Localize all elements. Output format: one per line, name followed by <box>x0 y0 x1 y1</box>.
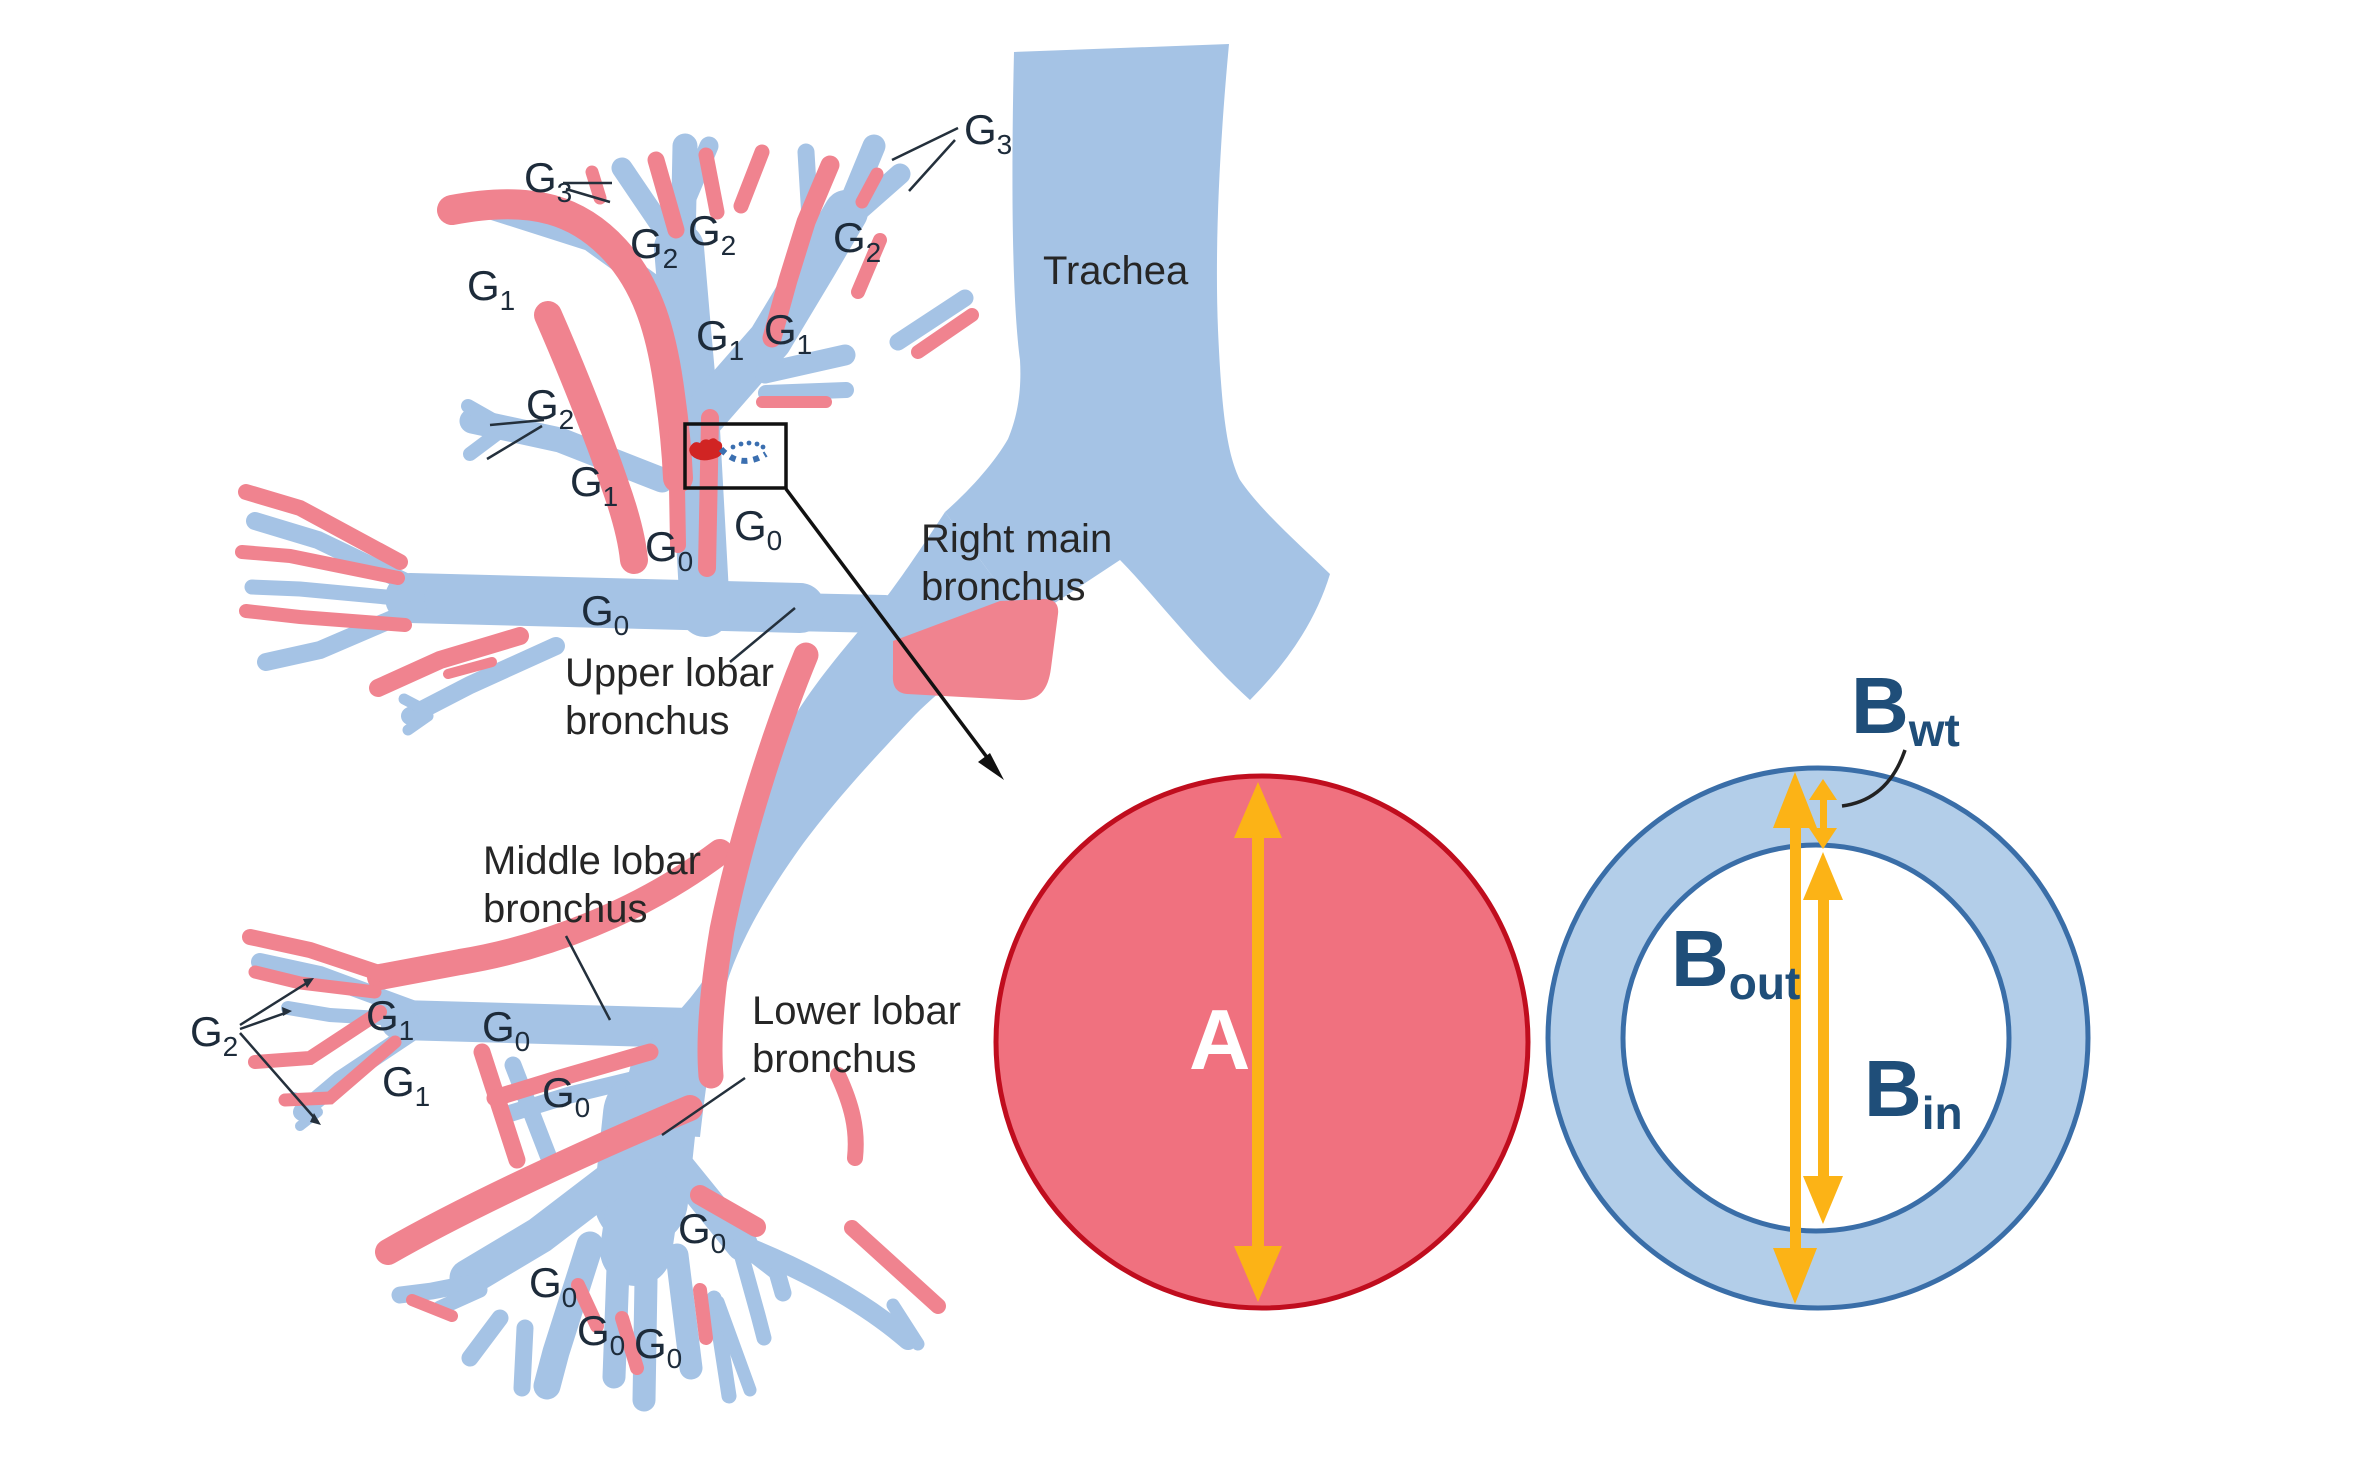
svg-text:G2: G2 <box>526 381 574 435</box>
svg-text:Trachea: Trachea <box>1043 249 1189 293</box>
svg-text:Middle lobar: Middle lobar <box>483 839 701 883</box>
svg-text:A: A <box>1189 993 1250 1088</box>
svg-text:bronchus: bronchus <box>921 565 1086 609</box>
svg-text:G1: G1 <box>366 992 414 1046</box>
svg-text:bronchus: bronchus <box>752 1037 917 1081</box>
svg-text:G2: G2 <box>190 1008 238 1062</box>
svg-text:Upper lobar: Upper lobar <box>565 651 774 695</box>
svg-text:bronchus: bronchus <box>483 887 648 931</box>
svg-text:bronchus: bronchus <box>565 699 730 743</box>
svg-text:Bin: Bin <box>1864 1044 1963 1139</box>
svg-text:Lower lobar: Lower lobar <box>752 989 961 1033</box>
svg-text:G1: G1 <box>570 458 618 512</box>
svg-text:G2: G2 <box>833 214 881 268</box>
svg-text:G0: G0 <box>529 1259 577 1313</box>
svg-text:Right main: Right main <box>921 517 1112 561</box>
